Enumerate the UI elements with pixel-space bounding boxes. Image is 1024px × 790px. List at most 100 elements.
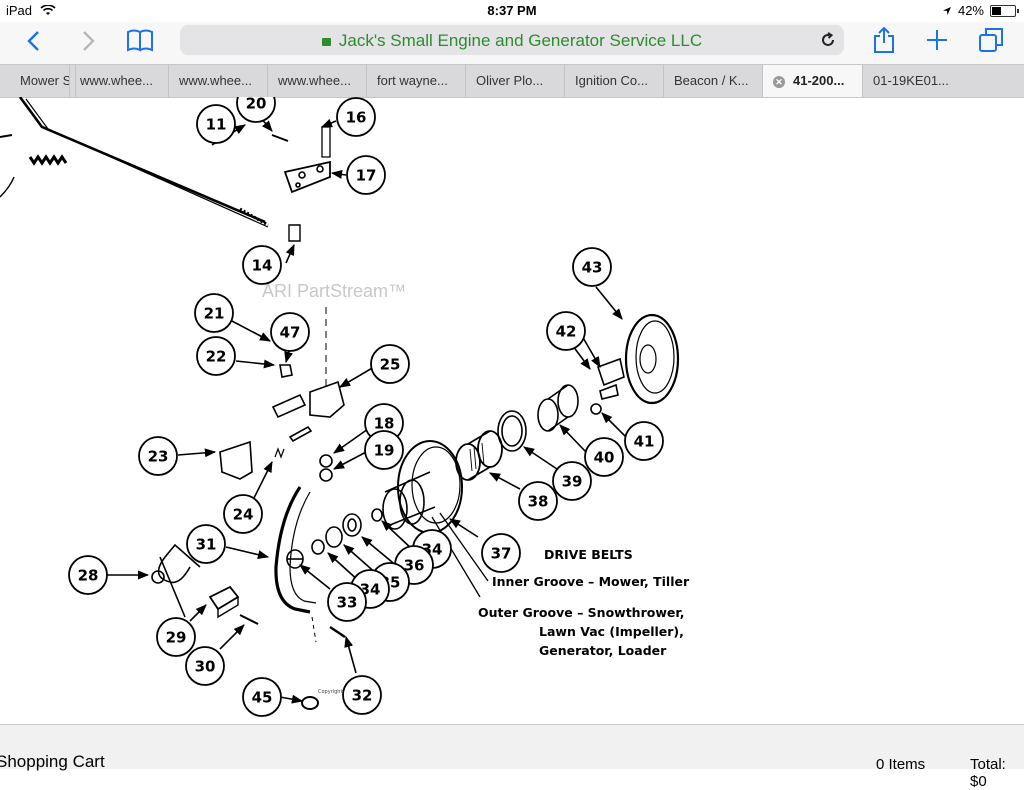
address-bar[interactable]: Jack's Small Engine and Generator Servic…: [180, 25, 844, 55]
callout-circle: [552, 461, 592, 501]
callout-24: 24: [223, 494, 263, 534]
callout-number: 40: [594, 449, 615, 467]
device-name: iPad: [6, 3, 33, 18]
share-button[interactable]: [872, 26, 896, 54]
callout-circle: [196, 104, 236, 144]
shopping-cart-bar: Shopping Cart 0 Items Total: $0: [0, 724, 1024, 790]
callout-circle: [546, 311, 586, 351]
callout-number: 45: [252, 689, 273, 707]
callout-number: 17: [356, 167, 377, 185]
callout-32: 32: [342, 675, 382, 715]
tab-label: Ignition Co...: [575, 73, 648, 88]
tab-item[interactable]: www.whee...: [70, 65, 169, 97]
callout-number: 30: [195, 658, 216, 676]
callout-number: 20: [246, 97, 267, 113]
caption-inner: Inner Groove – Mower, Tiller: [492, 574, 690, 589]
forward-button[interactable]: [80, 30, 96, 52]
status-time: 8:37 PM: [487, 3, 537, 18]
callout-42: 42: [546, 311, 586, 351]
tab-label: Oliver Plo...: [476, 73, 544, 88]
callout-number: 41: [634, 433, 655, 451]
callout-30: 30: [185, 646, 225, 686]
callout-circle: [572, 247, 612, 287]
reload-icon[interactable]: [820, 32, 836, 48]
callout-number: 28: [78, 567, 99, 585]
tab-label: www.whee...: [80, 73, 153, 88]
callout-circle: [624, 421, 664, 461]
tab-item[interactable]: fort wayne...: [367, 65, 466, 97]
location-arrow-icon: [942, 6, 951, 15]
callout-23: 23: [138, 436, 178, 476]
callout-number: 11: [206, 116, 227, 134]
tab-item[interactable]: 01-19KE01...: [863, 65, 958, 97]
callout-circle: [336, 97, 376, 137]
copyright-text: Copyright: [318, 689, 342, 695]
callout-21: 21: [194, 293, 234, 333]
tab-item[interactable]: www.whee...: [268, 65, 367, 97]
tab-item[interactable]: Oliver Plo...: [466, 65, 565, 97]
callout-number: 36: [404, 557, 425, 575]
callout-number: 16: [346, 109, 367, 127]
close-tab-icon[interactable]: ✕: [773, 75, 785, 88]
callout-circle: [242, 677, 282, 717]
page-title: Jack's Small Engine and Generator Servic…: [338, 31, 703, 50]
callout-circle: [346, 155, 386, 195]
callout-number: 29: [166, 629, 187, 647]
back-button[interactable]: [26, 30, 42, 52]
callout-circle: [481, 533, 521, 573]
tab-label: www.whee...: [179, 73, 252, 88]
browser-toolbar: Jack's Small Engine and Generator Servic…: [0, 22, 1024, 64]
callout-number: 24: [233, 506, 254, 524]
tab-strip: F Mower S www.whee... www.whee... www.wh…: [0, 64, 1024, 98]
callout-11: 11: [196, 104, 236, 144]
callout-number: 23: [148, 448, 169, 466]
callout-19: 19: [364, 430, 404, 470]
tab-label: www.whee...: [278, 73, 351, 88]
tab-label: 01-19KE01...: [873, 73, 949, 88]
callout-number: 19: [374, 442, 395, 460]
callout-circle: [242, 245, 282, 285]
callout-circle: [138, 436, 178, 476]
callout-circle: [236, 97, 276, 123]
callout-circle: [68, 555, 108, 595]
callout-circle: [223, 494, 263, 534]
status-right: 42%: [942, 3, 1019, 18]
callout-25: 25: [370, 344, 410, 384]
cart-items-count: 0 Items: [876, 756, 926, 773]
callout-number: 43: [582, 259, 603, 277]
callout-number: 47: [280, 324, 301, 342]
shopping-cart-label[interactable]: Shopping Cart: [0, 752, 105, 771]
callout-number: 37: [491, 545, 512, 563]
wifi-icon: [40, 4, 56, 15]
callout-circle: [584, 437, 624, 477]
callout-45: 45: [242, 677, 282, 717]
callout-18: 18: [364, 403, 404, 443]
battery-percent: 42%: [957, 3, 984, 18]
callout-circle: [370, 344, 410, 384]
callout-20: 20: [236, 97, 276, 123]
bookmarks-icon[interactable]: [126, 28, 154, 52]
watermark-text: ARI PartStream™: [262, 281, 406, 301]
callout-47: 47: [270, 312, 310, 352]
callout-circle: [327, 582, 367, 622]
callout-41: 41: [624, 421, 664, 461]
callout-43: 43: [572, 247, 612, 287]
callout-number: 32: [352, 687, 373, 705]
new-tab-button[interactable]: [926, 29, 948, 51]
callout-number: 38: [528, 493, 549, 511]
tabs-overview-button[interactable]: [978, 27, 1004, 53]
callout-number: 39: [562, 473, 583, 491]
tab-item[interactable]: Beacon / K...: [664, 65, 763, 97]
tab-label: Mower S: [20, 73, 70, 88]
tab-item[interactable]: www.whee...: [169, 65, 268, 97]
lock-icon: [321, 38, 331, 46]
tab-item[interactable]: Ignition Co...: [565, 65, 664, 97]
status-bar: iPad 8:37 PM 42%: [0, 0, 1024, 22]
callout-38: 38: [518, 481, 558, 521]
caption-outer-line2: Lawn Vac (Impeller),: [539, 624, 684, 639]
callout-circle: [186, 524, 226, 564]
tab-active[interactable]: ✕41-200...: [763, 65, 863, 97]
tab-item[interactable]: Mower S: [10, 65, 70, 97]
callout-circle: [194, 293, 234, 333]
